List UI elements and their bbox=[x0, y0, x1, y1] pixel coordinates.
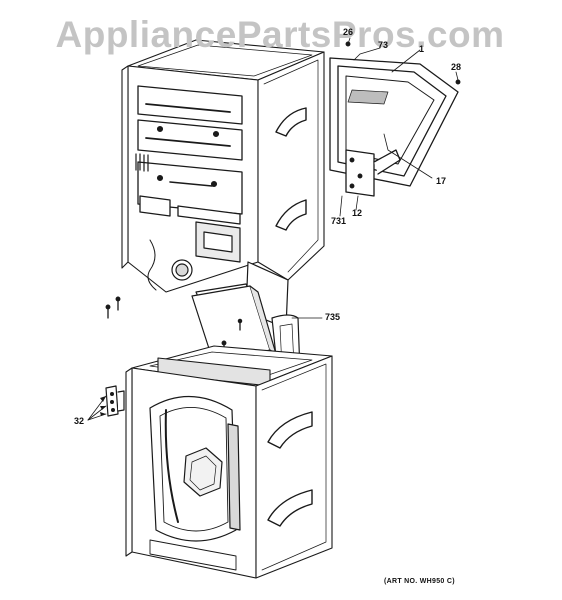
leader-1 bbox=[391, 49, 421, 73]
callout-735: 735 bbox=[325, 312, 341, 322]
leader-28 bbox=[455, 71, 459, 81]
drum-hex-inner bbox=[189, 455, 217, 491]
upper-panel-screw-1 bbox=[156, 125, 164, 133]
screw-left-1-head bbox=[105, 304, 111, 310]
leader-12 bbox=[355, 195, 359, 211]
leader-26 bbox=[347, 37, 351, 45]
lower-side-handle-2 bbox=[267, 489, 313, 527]
upper-vent-grille bbox=[135, 153, 149, 172]
hinge-screw-3 bbox=[349, 183, 355, 189]
lower-base bbox=[149, 539, 237, 571]
callout-12: 12 bbox=[352, 208, 363, 218]
leader-17 bbox=[383, 133, 433, 179]
arrow-32c bbox=[100, 412, 106, 416]
leader-731 bbox=[339, 195, 343, 217]
drum-hose bbox=[164, 409, 179, 523]
callout-17: 17 bbox=[436, 176, 447, 186]
lower-side-rib bbox=[261, 363, 327, 571]
callout-28: 28 bbox=[451, 62, 462, 72]
upper-panel-screw-3 bbox=[156, 174, 164, 182]
duct-opening-inner bbox=[175, 263, 189, 277]
upper-cabinet-side bbox=[257, 51, 325, 281]
door-label bbox=[347, 89, 389, 105]
callout-731: 731 bbox=[331, 216, 347, 226]
lower-side-handle-1 bbox=[267, 411, 313, 449]
lower-left-rail bbox=[125, 367, 133, 557]
upper-side-rib bbox=[263, 59, 319, 273]
callout-1: 1 bbox=[419, 44, 425, 54]
upper-panel-screw-2 bbox=[212, 130, 220, 138]
leader-73 bbox=[353, 47, 381, 61]
wire-harness bbox=[147, 239, 157, 291]
control-module-detail bbox=[203, 231, 233, 253]
loose-screws bbox=[105, 296, 243, 355]
callout-73: 73 bbox=[378, 40, 389, 50]
door-hinge-arm bbox=[373, 149, 401, 175]
control-module bbox=[147, 221, 241, 291]
drum-hexagon bbox=[183, 447, 223, 497]
screw-mid-1-head bbox=[221, 340, 227, 346]
lower-drum bbox=[149, 395, 241, 571]
leader-arrowheads bbox=[100, 396, 106, 416]
drum-ring bbox=[159, 407, 229, 532]
art-number-label: (ART NO. WH950 C) bbox=[384, 578, 455, 585]
upper-cabinet-top-inner bbox=[137, 44, 313, 77]
upper-panel-screw-4 bbox=[210, 180, 218, 188]
drum-support-bar bbox=[227, 423, 241, 531]
screw-mid-2-head bbox=[237, 318, 243, 324]
bracket-32-hole-1 bbox=[109, 392, 114, 397]
upper-panel-slot-3 bbox=[169, 181, 213, 187]
upper-front-panels bbox=[135, 85, 243, 225]
bracket-32-hole-3 bbox=[110, 408, 115, 413]
hinge-screw-2 bbox=[357, 173, 363, 179]
upper-panel-slot-2 bbox=[145, 137, 231, 147]
screw-left-2-head bbox=[115, 296, 121, 302]
door-assembly bbox=[329, 41, 461, 197]
callout-32: 32 bbox=[74, 416, 85, 426]
callout-26: 26 bbox=[343, 27, 354, 37]
hinge-screw-1 bbox=[349, 157, 355, 163]
bracket-32-tab bbox=[117, 390, 125, 412]
upper-side-handle-1 bbox=[275, 107, 307, 137]
upper-panel-slot-1 bbox=[145, 103, 231, 113]
door-hinge-bracket bbox=[345, 149, 375, 197]
upper-panel-1 bbox=[137, 85, 243, 125]
upper-left-rail bbox=[121, 65, 129, 269]
arrow-32a bbox=[100, 396, 106, 402]
upper-lower-bracket bbox=[139, 195, 171, 217]
upper-panel-2 bbox=[137, 119, 243, 161]
upper-side-handle-2 bbox=[275, 199, 307, 231]
arrow-32b bbox=[100, 406, 106, 410]
upper-lower-plate bbox=[177, 205, 241, 225]
door-screw-28 bbox=[455, 79, 461, 85]
part-32-bracket bbox=[105, 385, 125, 417]
bracket-32-hole-2 bbox=[109, 400, 114, 405]
